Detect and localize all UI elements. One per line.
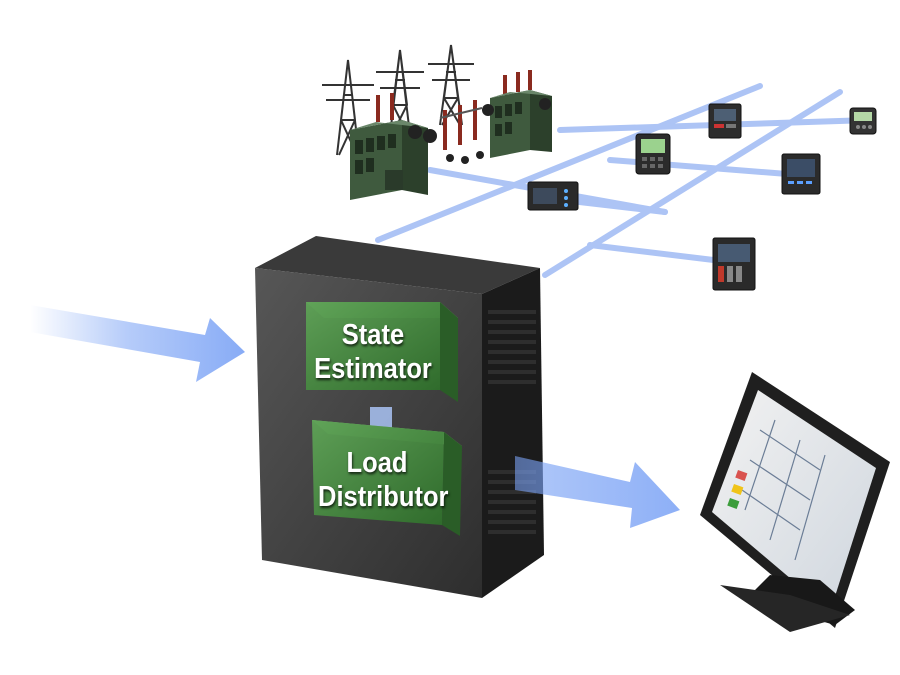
state-estimator-label: State Estimator [314,318,432,386]
relay-device-icon [635,133,671,175]
state-estimator-line2: Estimator [314,353,432,385]
transformer-icon [350,120,437,200]
relay-device-icon [527,181,579,211]
state-estimator-module [306,302,458,402]
relay-device-icon [849,107,877,135]
flow-arrow-icon [30,305,245,382]
network-line [587,242,733,265]
load-distributor-line1: Load [346,447,408,479]
flow-arrow-icon [515,456,680,528]
transmission-tower-icon [322,59,374,156]
load-distributor-module [312,420,462,536]
relay-device-icon [781,153,821,195]
transmission-tower-icon [428,44,474,126]
network-line [375,83,763,243]
load-distributor-line2: Distributor [318,481,449,513]
switchgear [376,70,532,150]
hmi-monitor-icon [700,372,890,632]
switchgear-wheels [446,151,484,164]
server-cabinet-icon [255,236,544,598]
relay-device-icon [712,237,756,291]
relay-device-icon [708,103,742,139]
state-estimator-line1: State [341,319,405,351]
load-distributor-label: Load Distributor [318,446,449,514]
transformer-icon [482,90,552,158]
transmission-tower-icon [322,44,474,156]
transmission-tower-icon [376,49,424,136]
server-vents [488,310,536,534]
hmi-screen-content [741,419,826,561]
